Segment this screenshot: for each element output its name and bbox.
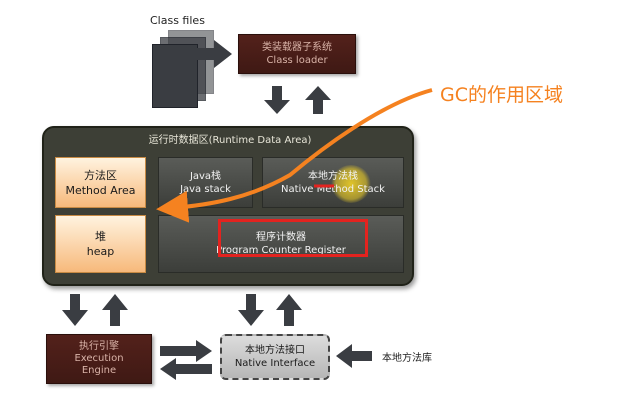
- gc-scope-arrow: [156, 88, 433, 223]
- execution-engine-label-en-2: Engine: [81, 365, 117, 376]
- runtime-data-area-title: 运行时数据区(Runtime Data Area): [148, 135, 312, 146]
- arrow-engine-to-native: [160, 340, 212, 362]
- execution-engine-box: 执行引擎 Execution Engine: [46, 334, 152, 384]
- java-stack-label-cn: Java栈: [189, 170, 222, 182]
- arrow-loader-down: [264, 86, 290, 114]
- program-counter-box: 程序计数器 Program Counter Register: [158, 215, 404, 273]
- arrow-native-to-runtime-up: [276, 294, 302, 326]
- java-stack-label-en: Java stack: [180, 183, 231, 195]
- native-method-stack-label-cn: 本地方法栈: [308, 170, 358, 182]
- native-library-label: 本地方法库: [382, 353, 432, 364]
- native-interface-box: 本地方法接口 Native Interface: [220, 334, 330, 380]
- program-counter-label-cn: 程序计数器: [256, 232, 306, 243]
- class-files-label: Class files: [150, 14, 205, 27]
- native-method-stack-box: 本地方法栈 Native Method Stack: [262, 157, 404, 208]
- native-interface-label-en: Native Interface: [234, 358, 316, 369]
- program-counter-label-en: Program Counter Register: [216, 245, 346, 256]
- class-loader-label-cn: 类装载器子系统: [262, 42, 332, 53]
- program-counter-highlight: [218, 219, 368, 257]
- arrow-native-library-to-interface: [336, 344, 372, 368]
- class-loader-label-en: Class loader: [266, 55, 328, 66]
- class-loader-box: 类装载器子系统 Class loader: [238, 34, 356, 74]
- execution-engine-label-en-1: Execution: [74, 353, 124, 364]
- native-interface-label-cn: 本地方法接口: [245, 345, 305, 356]
- gc-annotation-label: GC的作用区域: [440, 84, 563, 106]
- method-area-label-en: Method Area: [65, 183, 136, 197]
- arrow-runtime-to-engine-down: [62, 294, 88, 326]
- method-area-box: 方法区 Method Area: [55, 157, 146, 208]
- method-area-label-cn: 方法区: [84, 168, 117, 182]
- heap-label-cn: 堆: [95, 230, 106, 243]
- execution-engine-label-cn: 执行引擎: [79, 341, 119, 352]
- arrow-class-files-to-loader: [194, 40, 232, 68]
- heap-box: 堆 heap: [55, 215, 146, 273]
- heap-label-en: heap: [86, 245, 115, 258]
- arrow-runtime-to-native-down: [238, 294, 264, 326]
- native-method-stack-label-en: Native Method Stack: [281, 183, 385, 195]
- arrow-engine-to-runtime-up: [102, 294, 128, 326]
- arrow-runtime-up: [305, 86, 331, 114]
- arrow-native-to-engine: [160, 358, 212, 380]
- cursor-highlight: [331, 165, 371, 203]
